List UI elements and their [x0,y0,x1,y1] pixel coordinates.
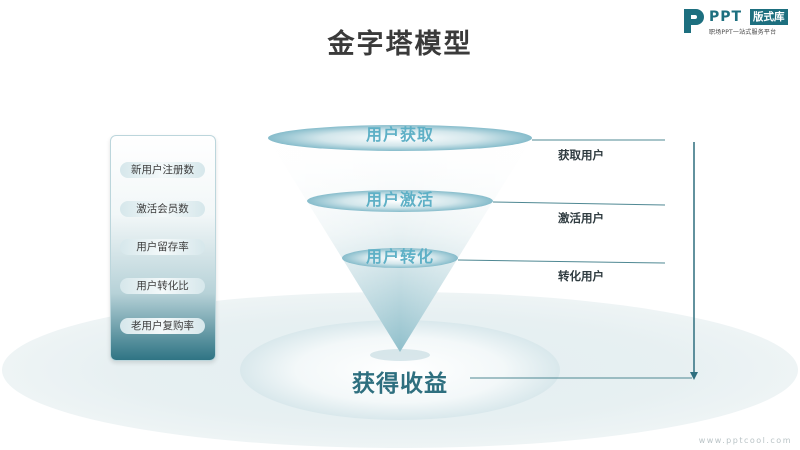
page-title: 金字塔模型 [327,29,473,60]
logo-p-icon [684,9,704,33]
funnel-side-label: 激活用户 [558,211,604,225]
metric-pill: 老用户复购率 [120,318,205,334]
logo-tagline: 职场PPT一站式服务平台 [709,29,777,36]
website-watermark: www.pptcool.com [698,436,792,445]
funnel-side-label: 获取用户 [558,148,604,162]
connector-line-2 [492,201,666,206]
cone-tip-shadow [370,349,430,361]
metric-pill: 用户转化比 [120,278,205,294]
metrics-panel: 新用户注册数 激活会员数 用户留存率 用户转化比 老用户复购率 [110,135,216,361]
funnel-cone-highlight [268,138,532,352]
result-ellipse [240,320,560,420]
funnel-side-label: 转化用户 [558,269,604,283]
funnel-result-label: 获得收益 [352,371,448,397]
flow-arrow-head [690,372,698,380]
metric-pill: 激活会员数 [120,201,205,217]
brand-logo: PPT 版式库 职场PPT一站式服务平台 [682,8,794,38]
funnel-disc-2 [307,190,493,212]
funnel-tier-label: 用户激活 [365,190,434,209]
funnel-tier-label: 用户获取 [365,125,434,144]
connector-line-3 [457,259,666,264]
metric-pill: 用户留存率 [120,239,205,255]
logo-brand: PPT [709,9,743,25]
funnel-disc-1 [268,125,532,151]
logo-badge: 版式库 [750,9,788,25]
metric-pill: 新用户注册数 [120,162,205,178]
funnel-disc-3 [342,248,458,268]
funnel-tier-label: 用户转化 [365,247,434,266]
